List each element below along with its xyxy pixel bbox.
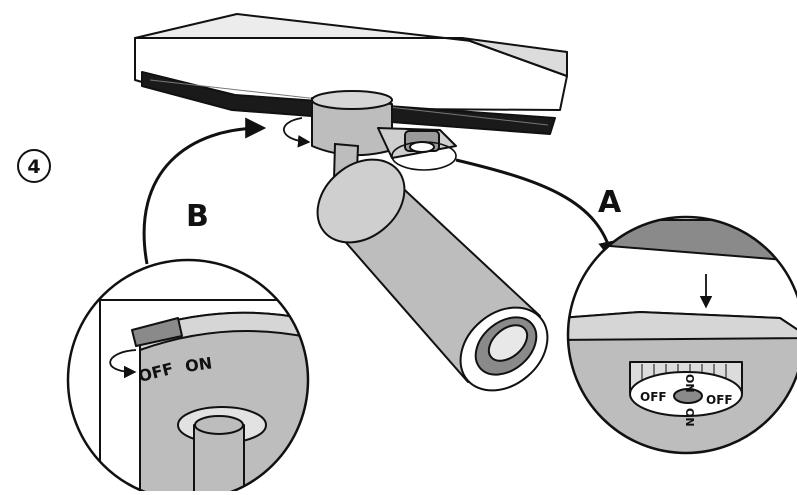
rotation-arrow-icon xyxy=(283,117,311,148)
detail-b-frame xyxy=(66,258,310,495)
step-badge: 4 xyxy=(17,149,51,183)
detail-b-tab xyxy=(131,317,183,347)
detail-a-off-right: OFF xyxy=(706,393,733,407)
label-b: B xyxy=(186,199,209,234)
detail-a-frame xyxy=(566,215,797,455)
adapter-top xyxy=(311,90,393,110)
arrow-a xyxy=(455,158,619,263)
detail-a-dial-center xyxy=(673,388,703,404)
detail-b-adapter-top xyxy=(139,311,308,351)
detail-a-on-bottom: ON xyxy=(683,408,696,427)
detail-a-plate-top xyxy=(568,311,797,341)
detail-a: OFF OFF ON ON xyxy=(566,215,797,455)
rail-slot xyxy=(141,71,556,135)
detail-b-stem-cap xyxy=(194,415,244,435)
spotlight xyxy=(316,158,549,392)
detail-b: OFF ON xyxy=(66,258,310,495)
detail-a-off-left: OFF xyxy=(640,390,667,404)
track-rail xyxy=(134,13,568,135)
label-a: A xyxy=(598,185,622,220)
detail-b-rotate-icon xyxy=(109,349,137,379)
detail-b-stem xyxy=(193,424,245,495)
rail-end xyxy=(461,37,568,77)
step-circle xyxy=(17,149,51,183)
track-adapter xyxy=(311,90,457,171)
detail-b-on: ON xyxy=(184,353,213,376)
detail-a-on-top: ON xyxy=(683,374,696,393)
spotlight-lens-inner xyxy=(487,324,529,362)
arrow-b xyxy=(142,117,267,265)
step-number: 4 xyxy=(27,156,40,178)
spotlight-back xyxy=(316,158,406,244)
dial-highlight-ring xyxy=(391,141,457,171)
